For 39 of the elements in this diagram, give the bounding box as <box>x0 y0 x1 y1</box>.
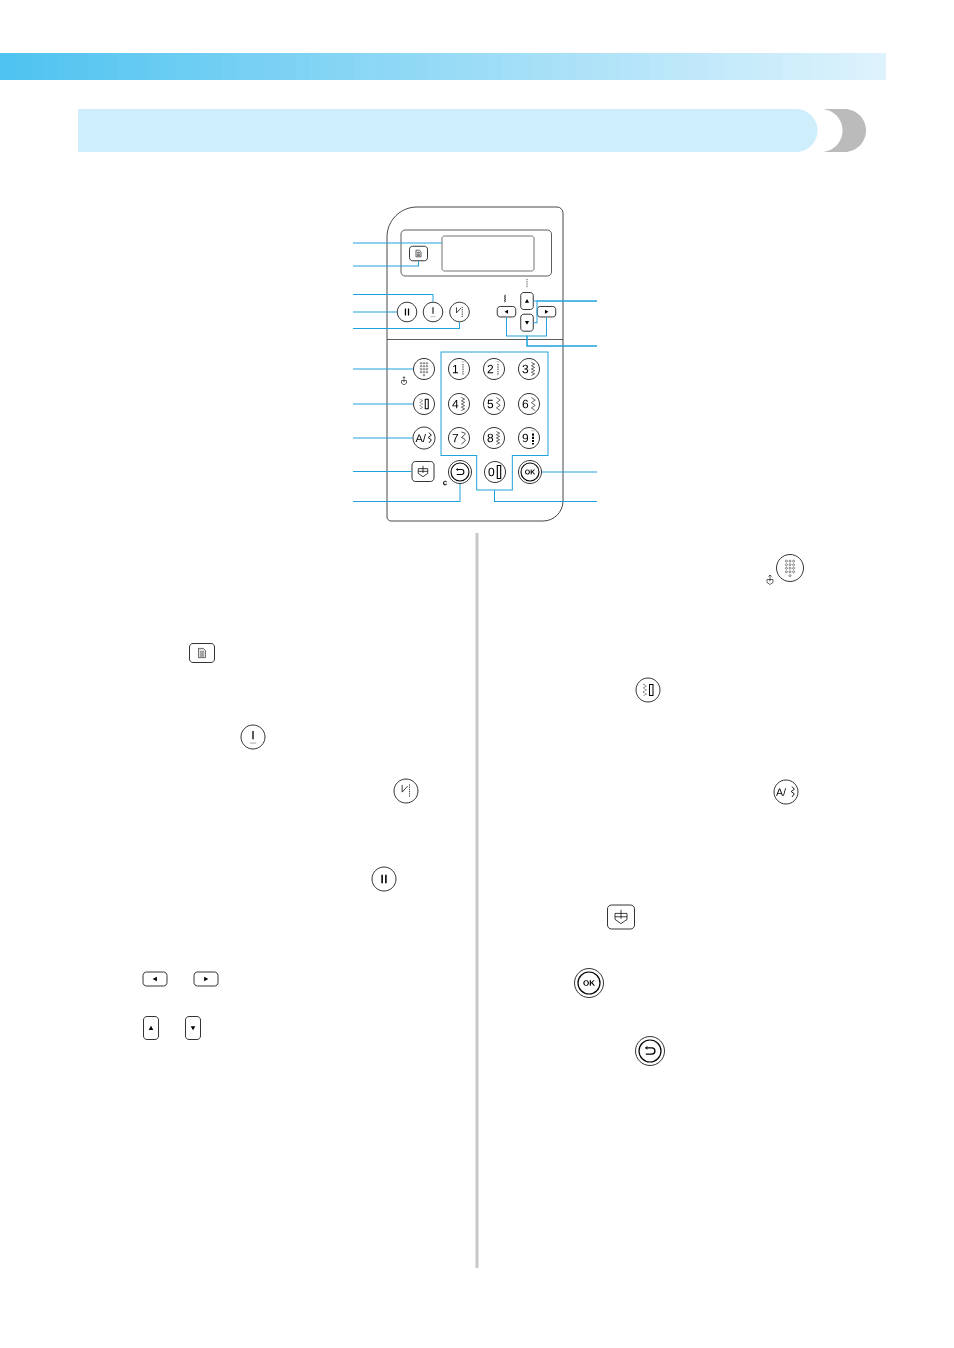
round-key <box>422 301 444 323</box>
number-key: 6 <box>518 393 540 415</box>
square-key <box>409 245 428 262</box>
leader-line <box>352 471 413 472</box>
key-letter: c <box>443 480 447 486</box>
leader-line <box>533 300 598 324</box>
arrow-key <box>496 306 517 318</box>
leader-line <box>352 311 398 313</box>
leader-line <box>352 321 460 329</box>
number-key: 8 <box>483 427 505 449</box>
leader-line <box>352 242 443 244</box>
round-key <box>413 393 435 415</box>
number-key: 0 <box>484 461 506 483</box>
number-key: 2 <box>483 358 505 380</box>
square-key <box>411 461 435 482</box>
arrow-key <box>520 313 534 332</box>
round-key <box>449 301 470 323</box>
leader-line <box>526 316 598 347</box>
number-key: 3 <box>518 358 540 380</box>
leader-line <box>352 483 461 502</box>
round-key <box>413 358 435 380</box>
key-group-outline <box>440 351 549 491</box>
round-key <box>396 301 418 323</box>
number-key: 7 <box>448 427 470 449</box>
number-key: 1 <box>448 358 470 380</box>
leader-line <box>352 403 414 405</box>
arrow-key <box>536 306 557 318</box>
leader-line <box>352 437 414 439</box>
leader-line <box>494 489 598 502</box>
number-key: 5 <box>483 393 505 415</box>
number-key: 9 <box>518 427 540 449</box>
lcd-screen <box>441 235 535 272</box>
leader-line <box>352 294 434 303</box>
number-key: 4 <box>448 393 470 415</box>
leader-line <box>352 260 419 267</box>
letter-key: A/ <box>412 426 436 450</box>
arrow-key <box>520 292 534 310</box>
leader-line <box>352 368 414 370</box>
leader-line <box>541 471 598 473</box>
